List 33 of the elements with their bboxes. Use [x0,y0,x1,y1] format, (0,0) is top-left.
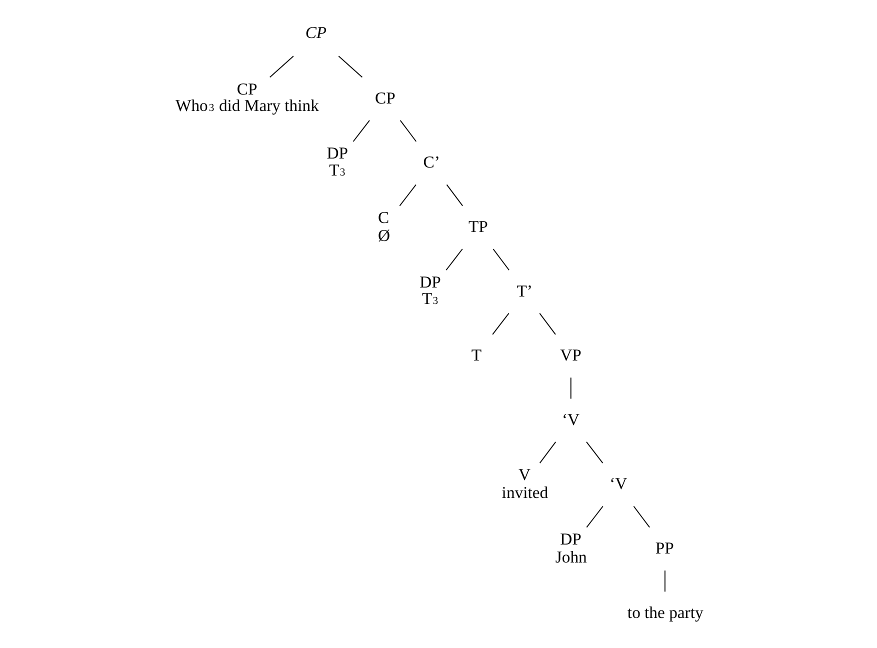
node-text: ‘V [609,474,627,494]
connector [632,506,650,528]
node-text: DP John [554,530,586,566]
node-text: C Ø [377,208,390,245]
node-text: to the party [626,602,703,622]
node-text: PP [654,538,674,558]
connector [538,441,556,464]
node-text: CP Who3 did Mary think [175,79,318,116]
node-text: CP [304,22,326,42]
node-text: CP [374,88,395,108]
connector [586,441,603,464]
connector [445,248,462,271]
connector [398,184,416,206]
node-text: T’ [516,281,532,300]
connector [338,56,362,78]
node-text: ‘V [561,410,580,429]
node-text: V invited [501,465,548,502]
connector [570,377,571,400]
node-text: VP [560,346,581,365]
node-text: C’ [422,152,440,172]
connector [492,312,509,335]
node-text: DP T3 [326,144,348,180]
connector [538,312,556,335]
connector [446,184,463,206]
connector [268,56,294,78]
connector [352,120,370,142]
connector [586,506,603,528]
node-text: DP T3 [419,272,440,308]
connector [664,570,665,592]
node-text: TP [468,216,488,236]
connector [492,248,510,271]
connector [399,120,416,142]
node-text: T [470,346,482,365]
